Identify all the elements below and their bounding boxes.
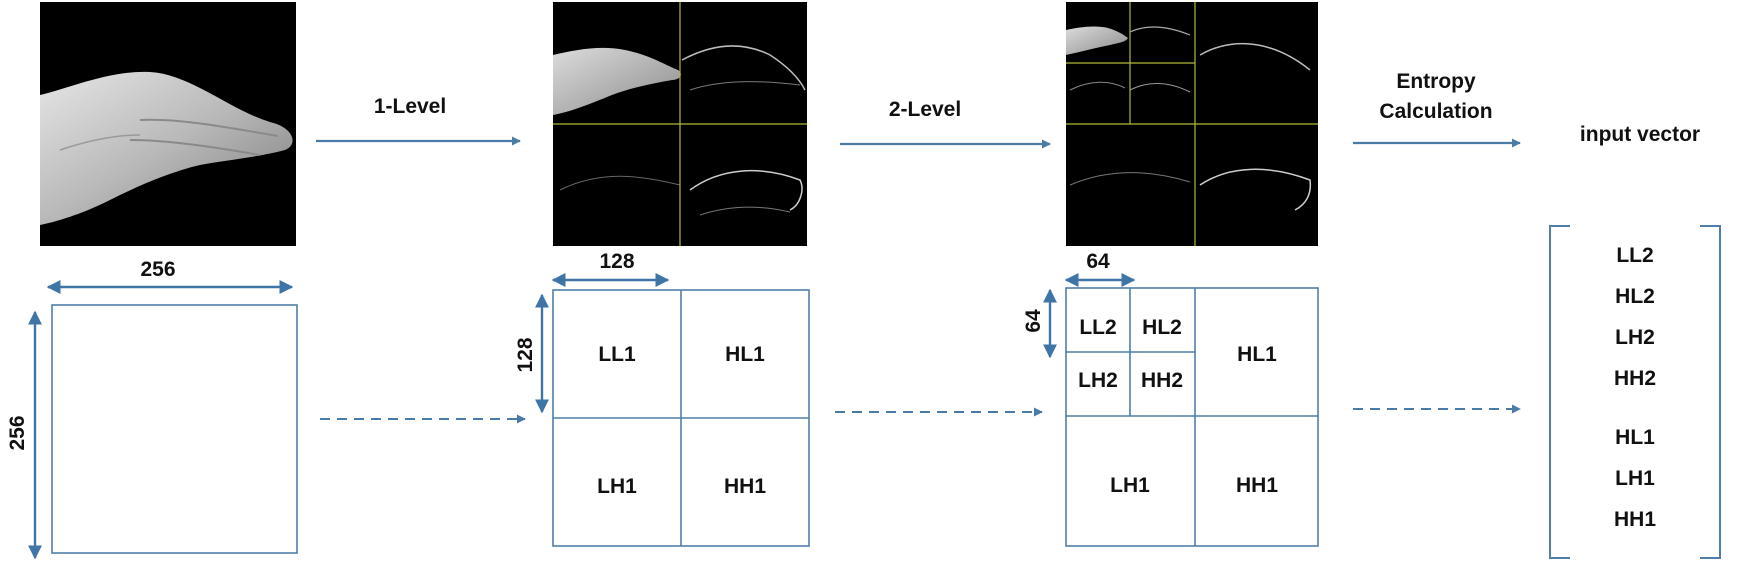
band-lh1-level2: LH1 [1110,474,1150,497]
hand-shape [40,71,293,225]
entropy-arrow: Entropy Calculation [1353,70,1521,148]
band-lh1: LH1 [597,475,637,498]
level1-label: 1-Level [374,95,446,118]
level2-height-label: 64 [1022,309,1045,333]
level2-height-dimension: 64 [1022,288,1057,359]
band-ll1: LL1 [598,343,636,366]
vector-item: LL2 [1616,244,1653,267]
level1-width-dimension: 128 [551,250,670,287]
band-hl1-level2: HL1 [1237,343,1277,366]
output-label: input vector [1580,123,1700,146]
band-ll2: LL2 [1079,316,1116,339]
level2-arrow: 2-Level [840,98,1051,149]
level1-arrow: 1-Level [316,95,521,146]
vector-right-bracket [1700,225,1721,559]
band-hl1: HL1 [725,343,765,366]
original-hand-image [40,2,296,246]
level1-height-dimension: 128 [514,293,549,414]
original-height-dimension: 256 [6,310,42,560]
original-box [51,304,298,554]
entropy-label-line1: Entropy [1396,70,1476,93]
vector-left-bracket [1549,225,1570,559]
original-width-dimension: 256 [46,258,294,294]
level2-width-dimension: 64 [1064,250,1136,287]
vector-item: HL1 [1615,426,1655,449]
band-hh2: HH2 [1141,369,1183,392]
vector-item: HH2 [1614,367,1656,390]
band-hl2: HL2 [1142,316,1182,339]
level2-band-grid: LL2 HL2 LH2 HH2 HL1 LH1 HH1 [1065,287,1319,547]
level1-width-label: 128 [599,250,634,273]
level2-wavelet-image [1066,2,1318,246]
vector-item: HL2 [1615,285,1655,308]
level2-label: 2-Level [889,98,961,121]
entropy-label-line2: Calculation [1379,100,1492,123]
original-height-label: 256 [6,415,29,450]
vector-item: LH1 [1615,467,1655,490]
level2-width-label: 64 [1086,250,1110,273]
level1-height-label: 128 [514,337,537,372]
level1-band-grid: LL1 HL1 LH1 HH1 [552,289,810,547]
vector-item: HH1 [1614,508,1656,531]
original-width-label: 256 [140,258,175,281]
level1-wavelet-image [553,2,807,246]
band-hh1-level2: HH1 [1236,474,1278,497]
band-hh1: HH1 [724,475,766,498]
vector-item: LH2 [1615,326,1655,349]
band-lh2: LH2 [1078,369,1118,392]
